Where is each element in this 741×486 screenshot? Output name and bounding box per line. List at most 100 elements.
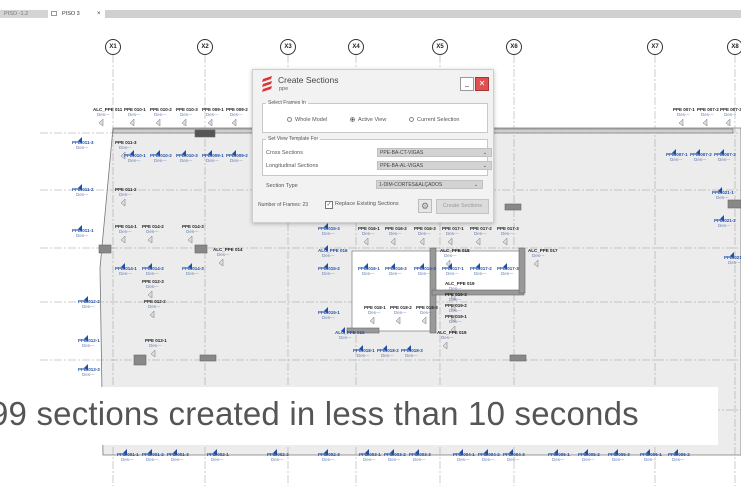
close-button[interactable]: ✕ xyxy=(475,77,489,91)
section-type-select[interactable]: 1-DIM-CORTES&ALÇADOS⌄ xyxy=(376,180,483,189)
longitudinal-sections-select[interactable]: PPE-BA-AL-VIGAS⌄ xyxy=(377,161,492,170)
minimize-button[interactable]: _ xyxy=(460,77,474,91)
replace-existing-checkbox[interactable]: ✓Replace Existing Sections xyxy=(325,201,399,209)
close-tab-icon[interactable]: × xyxy=(97,11,101,17)
tab-piso-3[interactable]: PISO 3 xyxy=(48,10,98,18)
radio-active-view[interactable]: Active View xyxy=(350,117,386,123)
gear-icon[interactable]: ⚙ xyxy=(418,199,432,213)
section-marker-icon xyxy=(218,258,224,267)
tab-piso-1-2[interactable]: PISO -1.2 xyxy=(0,10,48,18)
cross-sections-select[interactable]: PPE-BA-CT-VIGAS⌄ xyxy=(377,148,492,157)
create-sections-button[interactable]: Create Sections xyxy=(436,199,489,214)
radio-whole-model[interactable]: Whole Model xyxy=(287,117,327,123)
radio-current-selection[interactable]: Current Selection xyxy=(409,117,460,123)
